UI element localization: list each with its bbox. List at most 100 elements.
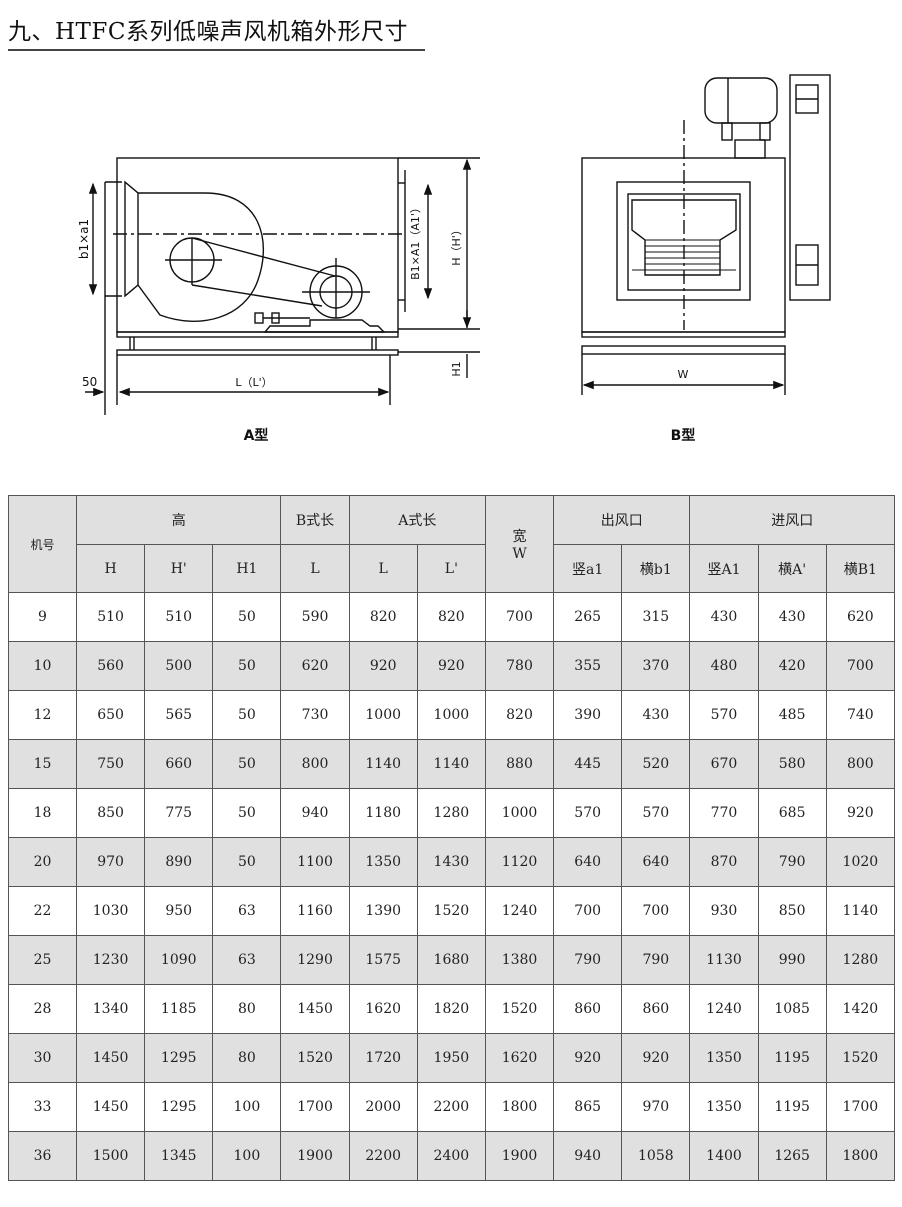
value-cell: 1020 [825,837,896,887]
value-cell: 750 [75,739,146,789]
value-cell: 1900 [484,1131,555,1181]
value-cell: 50 [212,739,282,789]
value-cell: 1345 [144,1131,214,1181]
value-cell: 570 [553,788,623,838]
value-cell: 50 [212,690,282,740]
value-cell: 1295 [144,1033,214,1083]
value-cell: 1140 [416,739,486,789]
value-cell: 1720 [348,1033,418,1083]
value-cell: 700 [553,886,623,936]
page-title: 九、HTFC系列低噪声风机箱外形尺寸 [8,12,425,51]
value-cell: 1700 [825,1082,896,1132]
value-cell: 1800 [484,1082,555,1132]
value-cell: 1340 [75,984,146,1034]
value-cell: 640 [621,837,691,887]
value-cell: 890 [144,837,214,887]
value-cell: 970 [621,1082,691,1132]
value-cell: 1030 [75,886,146,936]
value-cell: 445 [553,739,623,789]
b-type-drawing [581,74,831,395]
model-cell: 18 [8,788,77,838]
value-cell: 1185 [144,984,214,1034]
value-cell: 1900 [280,1131,350,1181]
value-cell: 50 [212,641,282,691]
value-cell: 775 [144,788,214,838]
value-cell: 1000 [484,788,555,838]
value-cell: 1058 [621,1131,691,1181]
dim-outlet-label: b1×a1 [77,219,91,259]
value-cell: 1000 [416,690,486,740]
value-cell: 1090 [144,935,214,985]
value-cell: 1575 [348,935,418,985]
value-cell: 940 [280,788,350,838]
value-cell: 430 [621,690,691,740]
value-cell: 1450 [75,1082,146,1132]
model-cell: 28 [8,984,77,1034]
value-cell: 880 [484,739,555,789]
value-cell: 420 [757,641,827,691]
value-cell: 800 [280,739,350,789]
value-cell: 1620 [348,984,418,1034]
value-cell: 1800 [825,1131,896,1181]
dim-length-label: L（L'） [235,376,272,389]
value-cell: 1520 [484,984,555,1034]
value-cell: 560 [75,641,146,691]
dim-offset-label: 50 [82,375,97,389]
value-cell: 570 [689,690,759,740]
value-cell: 1130 [689,935,759,985]
value-cell: 850 [757,886,827,936]
value-cell: 63 [212,886,282,936]
model-cell: 25 [8,935,77,985]
value-cell: 1390 [348,886,418,936]
header-b-length: B式长 [280,495,350,545]
dim-inlet-label: B1×A1（A1'） [409,202,422,280]
value-cell: 670 [689,739,759,789]
value-cell: 970 [75,837,146,887]
value-cell: 930 [689,886,759,936]
value-cell: 1380 [484,935,555,985]
value-cell: 1295 [144,1082,214,1132]
header-sub: H1 [212,544,282,593]
fan-box-dimension-drawing: b1×a1 B1×A1（A1'） H（H'） H1 50 L（L'） A型 W … [77,74,831,444]
header-inlet: 进风口 [689,495,895,545]
value-cell: 370 [621,641,691,691]
value-cell: 1450 [280,984,350,1034]
header-width-symbol: W [512,546,527,562]
value-cell: 1180 [348,788,418,838]
value-cell: 1195 [757,1082,827,1132]
value-cell: 570 [621,788,691,838]
value-cell: 620 [280,641,350,691]
value-cell: 500 [144,641,214,691]
value-cell: 1140 [348,739,418,789]
value-cell: 1140 [825,886,896,936]
value-cell: 1280 [416,788,486,838]
value-cell: 780 [484,641,555,691]
value-cell: 1085 [757,984,827,1034]
value-cell: 1520 [280,1033,350,1083]
value-cell: 990 [757,935,827,985]
value-cell: 820 [348,592,418,642]
header-sub: 横B1 [825,544,896,593]
value-cell: 700 [621,886,691,936]
value-cell: 660 [144,739,214,789]
value-cell: 870 [689,837,759,887]
value-cell: 315 [621,592,691,642]
value-cell: 920 [348,641,418,691]
value-cell: 685 [757,788,827,838]
header-sub: 竖A1 [689,544,759,593]
value-cell: 820 [416,592,486,642]
header-sub: 横b1 [621,544,691,593]
value-cell: 50 [212,837,282,887]
value-cell: 100 [212,1131,282,1181]
value-cell: 1160 [280,886,350,936]
value-cell: 1520 [416,886,486,936]
